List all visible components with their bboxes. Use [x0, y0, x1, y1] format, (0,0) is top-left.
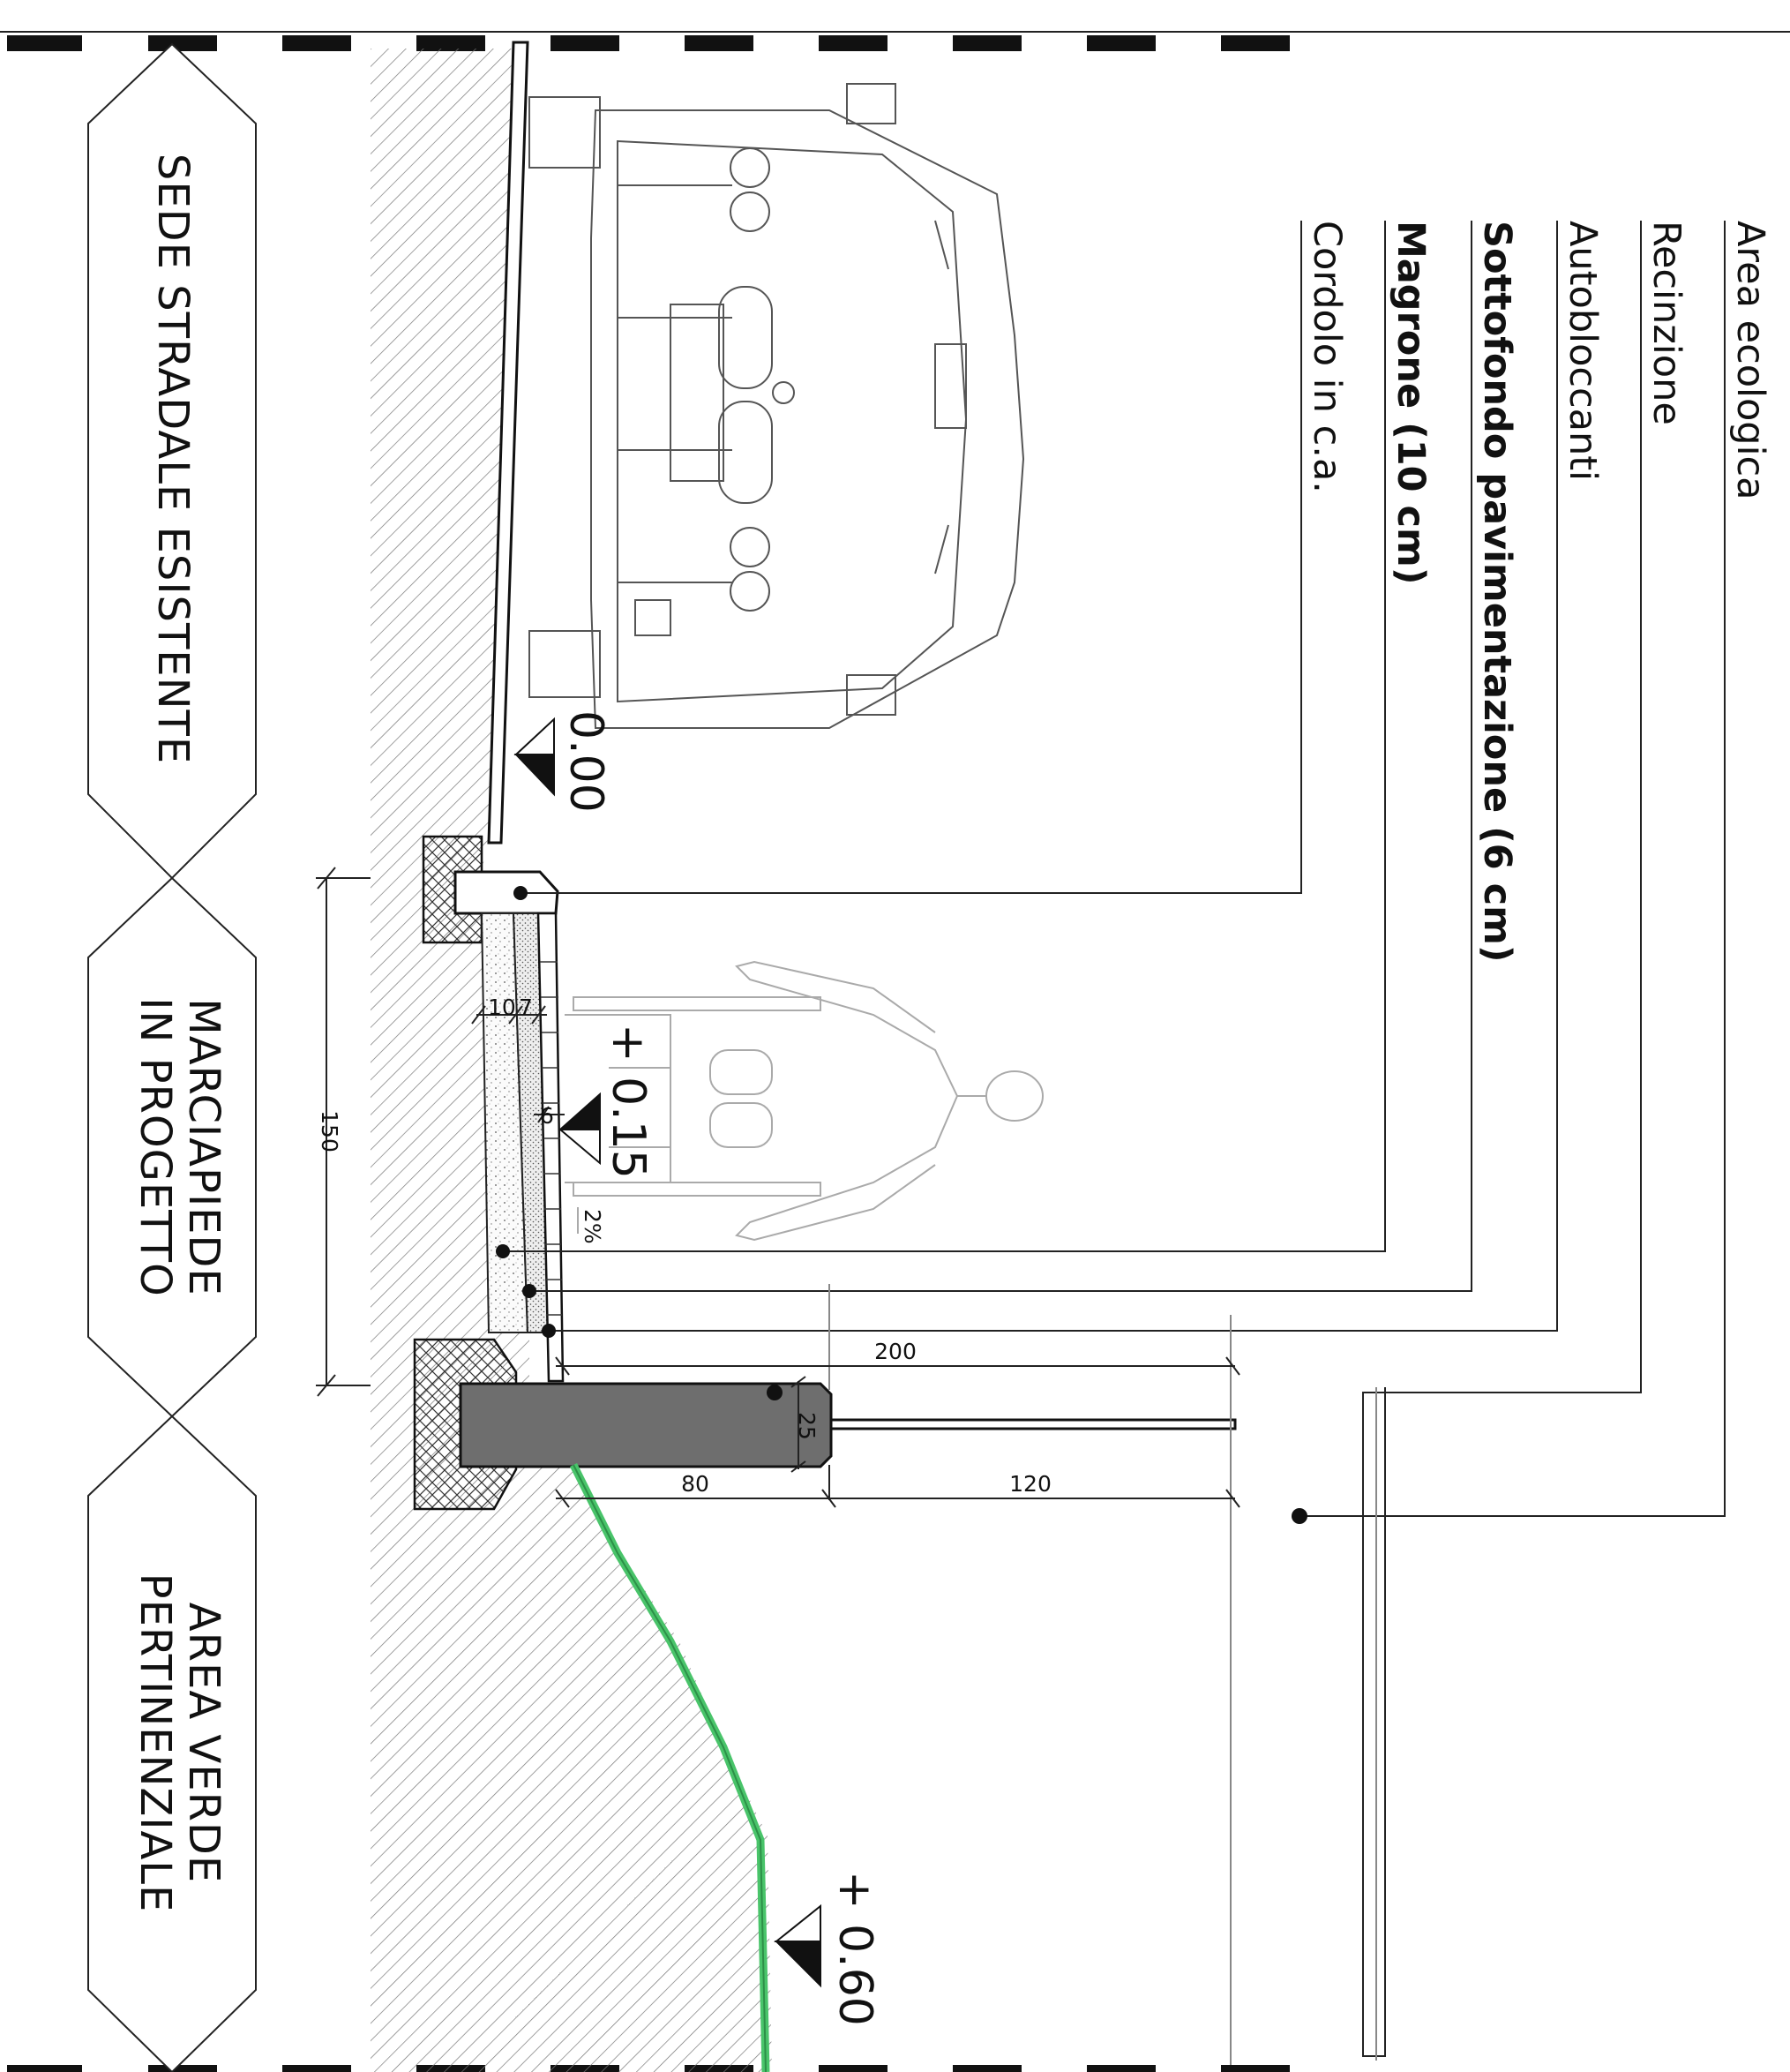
callout-labels: Area ecologica Recinzione Autobloccanti … [1305, 221, 1772, 963]
road-surface [487, 41, 529, 845]
fence-bounding-lines [828, 1284, 1377, 2065]
zone-sidewalk: MARCIAPIEDE IN PROGETTO [87, 876, 257, 1418]
slope-label: 2% [580, 1209, 605, 1244]
elevation-sidewalk-label: + 0.15 [602, 1024, 655, 1179]
callout-cordolo: Cordolo in c.a. [1305, 221, 1349, 493]
elevation-green-label: + 0.60 [828, 1871, 881, 2026]
dim-wall-part-label: 80 [681, 1471, 709, 1497]
zone-green-label-line2: PERTINENZIALE [131, 1573, 180, 1913]
dim-layer-7-label: 7 [519, 995, 533, 1020]
elevation-green: + 0.60 [774, 1871, 881, 2026]
ground-section [371, 49, 772, 2072]
dim-fence-total-label: 200 [874, 1339, 917, 1364]
callout-leaders [503, 221, 1726, 2057]
callout-sottofondo: Sottofondo pavimentazione (6 cm) [1475, 221, 1519, 963]
grass-slope [569, 1462, 770, 2072]
dimension-sidewalk: 150 [316, 867, 371, 1397]
callout-area-ecologica: Area ecologica [1728, 221, 1772, 500]
zone-sidewalk-label-line1: MARCIAPIEDE [179, 998, 228, 1295]
dim-sidewalk-label: 150 [317, 1110, 342, 1152]
top-dash-strip [7, 35, 1290, 51]
retaining-wall [459, 1382, 833, 1468]
zone-green-label-line1: AREA VERDE [179, 1603, 228, 1883]
dim-layer-10-label: 10 [488, 995, 516, 1020]
dim-fence-part-label: 120 [1009, 1471, 1052, 1497]
zone-road-label: SEDE STRADALE ESISTENTE [148, 154, 198, 764]
callout-autobloccanti: Autobloccanti [1561, 221, 1605, 481]
elevation-road: 0.00 [513, 710, 612, 813]
fence-post [829, 1418, 1237, 1430]
zone-green: AREA VERDE PERTINENZIALE [87, 1415, 257, 2072]
leader-dots [496, 886, 1307, 1524]
car-outline [528, 83, 1025, 729]
dimension-fence: 200 25 80 120 [555, 1339, 1240, 1508]
zone-road: SEDE STRADALE ESISTENTE [87, 42, 257, 880]
paver-joints [540, 961, 562, 1316]
elevation-sidewalk: + 0.15 [558, 1024, 655, 1179]
dim-layer-6-label: 6 [540, 1103, 554, 1129]
curb [422, 835, 559, 944]
callout-recinzione: Recinzione [1644, 221, 1689, 425]
elevation-road-label: 0.00 [559, 710, 612, 813]
sidewalk-layers [480, 912, 565, 1383]
dimension-layers: 10 7 6 2% [471, 995, 605, 1244]
zone-sidewalk-label-line2: IN PROGETTO [131, 997, 180, 1297]
callout-magrone: Magrone (10 cm) [1389, 221, 1433, 585]
wheelchair-user-outline [565, 960, 1044, 1242]
dim-wall-thickness-label: 25 [794, 1412, 820, 1440]
top-border [0, 31, 1790, 2072]
